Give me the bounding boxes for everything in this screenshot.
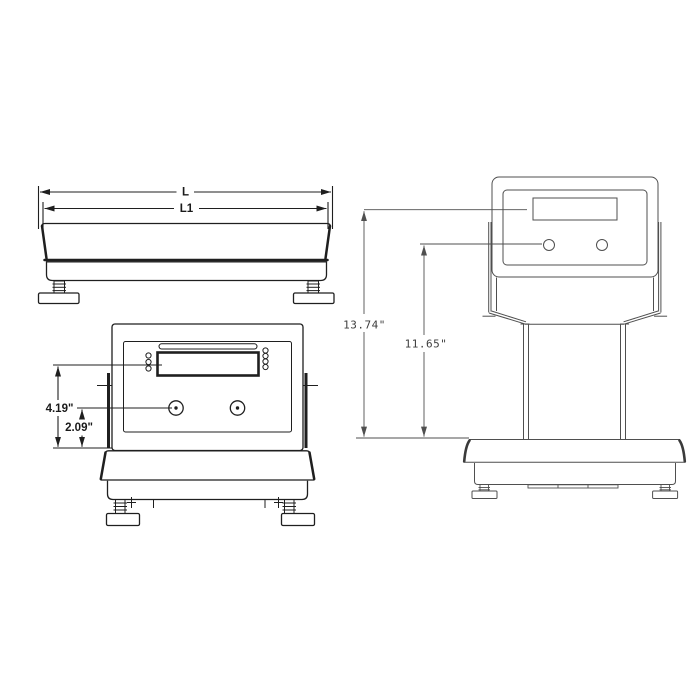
side-platform-tray [40,222,332,262]
foot-pad [105,512,141,527]
front-display [156,351,260,377]
front-panel-inner [123,341,292,433]
dimension-tower-display-height: 13.74" [343,209,527,439]
tower-underplate [527,484,619,489]
tower-neck [496,277,654,325]
dim-label-front-display-height: 4.19" [46,403,74,415]
dim-label-tower-display-height: 13.74" [343,319,386,332]
front-foot-left [105,497,141,527]
dimension-tower-button-height: 11.65" [405,243,542,437]
dimension-front-display-height: 4.19" [46,364,162,449]
side-foot-left [37,280,80,305]
length-extension-lines [37,186,334,229]
front-annunciators-left [145,352,152,372]
side-foot-right [292,280,335,305]
foot-pad [292,292,335,305]
front-base [99,450,316,508]
foot-pad [471,490,498,499]
dimension-length-inner: L1 [44,203,327,215]
tower-front-view: 13.74" 11.65" [343,176,687,499]
dim-label-length-outer: L [182,187,189,199]
front-foot-right [274,497,316,527]
dim-label-length-inner: L1 [180,203,194,215]
tower-foot-left [471,484,498,499]
front-button-right [229,400,246,416]
platform-side-view: L L1 [37,186,335,305]
bench-front-view: 4.19" 2.09" [46,323,318,527]
front-annunciators-right [262,347,269,371]
side-body [45,261,328,282]
tower-head-inner [502,189,648,266]
tower-bracket-right [620,222,668,325]
tower-column [523,324,626,439]
front-speaker-slot [158,343,258,350]
tower-head [491,176,659,278]
dimension-length-outer: L [40,187,331,199]
tower-button-left [543,239,555,251]
foot-pad [37,292,80,305]
tower-foot-right [652,484,679,499]
tower-bracket-left [482,222,530,325]
dim-label-front-button-height: 2.09" [65,422,93,434]
dimension-front-button-height: 2.09" [65,407,172,447]
tower-platform [462,439,687,489]
tower-display [532,197,618,221]
dim-label-tower-button-height: 11.65" [405,338,448,351]
foot-pad [280,512,316,527]
tower-button-right [596,239,608,251]
foot-pad [652,490,679,499]
